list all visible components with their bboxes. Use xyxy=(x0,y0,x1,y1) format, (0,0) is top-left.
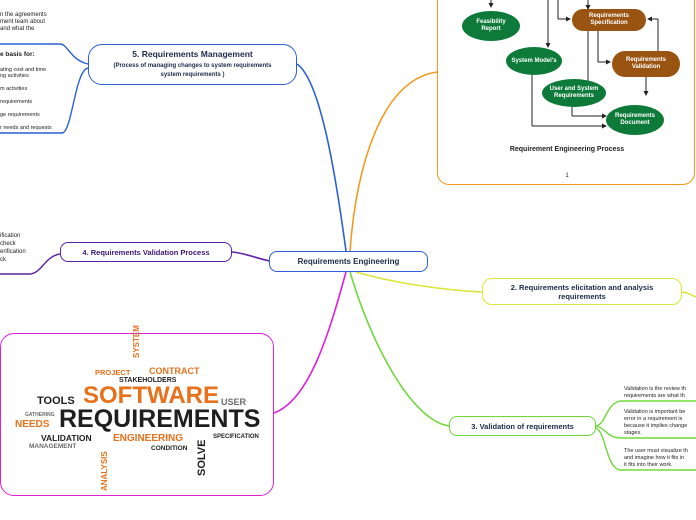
word-user: USER xyxy=(221,397,247,407)
management-basis-item: ng activities xyxy=(0,73,29,79)
requirements-specification-node: Requirements Specification xyxy=(572,9,646,31)
validation-note-1-line: requirements are what th xyxy=(624,393,685,399)
validation-process-note: erification xyxy=(0,249,26,255)
word-analysis: ANALYSIS xyxy=(100,451,109,491)
validation-process-node[interactable]: 4. Requirements Validation Process xyxy=(60,242,232,262)
validation-note-3-line: and imagine how it fits in xyxy=(624,455,685,461)
validation-note-2-line: because it implies change xyxy=(624,423,688,429)
elicitation-title: 2. Requirements elicitation and analysis… xyxy=(510,282,654,301)
validation-note-2-line: Validation is important be xyxy=(624,409,686,415)
feasibility-report-node: Feasibility Report xyxy=(462,11,520,41)
system-models-node: System Model's xyxy=(506,47,562,75)
word-management: MANAGEMENT xyxy=(29,443,77,450)
process-image-card[interactable]: Feasibility Report Requirements Specific… xyxy=(437,0,695,185)
word-engineering: ENGINEERING xyxy=(113,433,184,444)
user-system-requirements-node: User and System Requirements xyxy=(542,79,606,107)
word-tools: TOOLS xyxy=(37,395,75,407)
root-label: Requirements Engineering xyxy=(297,257,400,266)
validation-node[interactable]: 3. Validation of requirements xyxy=(449,416,596,436)
root-node[interactable]: Requirements Engineering xyxy=(269,251,428,272)
management-basis-item: requirements xyxy=(0,99,33,105)
requirements-validation-node: Requirements Validation xyxy=(612,51,680,77)
management-basis-title: e basis for: xyxy=(0,51,35,58)
word-needs: NEEDS xyxy=(15,419,50,430)
management-node[interactable]: 5. Requirements Management (Process of m… xyxy=(88,44,297,85)
word-system: SYSTEM xyxy=(132,325,141,358)
process-page-number: 1 xyxy=(565,173,569,179)
management-intro-line-3: and what the xyxy=(0,26,35,32)
requirements-document-node: Requirements Document xyxy=(606,105,664,135)
word-contract: CONTRACT xyxy=(149,366,200,376)
management-basis-item: r needs and requests xyxy=(0,125,52,131)
process-caption: Requirement Engineering Process xyxy=(509,146,625,153)
word-project: PROJECT xyxy=(95,368,131,377)
elicitation-node[interactable]: 2. Requirements elicitation and analysis… xyxy=(482,278,682,305)
word-stakeholders: STAKEHOLDERS xyxy=(119,377,177,384)
word-validation: VALIDATION xyxy=(41,433,92,443)
management-basis-item: ating cost and time xyxy=(0,67,47,73)
validation-note-3-line: it fits into their work. xyxy=(624,462,673,468)
validation-note-3-line: The user must visualize th xyxy=(624,448,688,454)
word-software: SOFTWARE xyxy=(83,382,219,409)
word-gathering: GATHERING xyxy=(25,412,55,418)
management-intro-line-1: n the agreements xyxy=(0,12,47,18)
validation-note-1-line: Validation is the review th xyxy=(624,386,686,392)
management-basis-item: m activities xyxy=(0,86,28,92)
validation-process-note: ification xyxy=(0,233,21,239)
validation-title: 3. Validation of requirements xyxy=(471,421,574,431)
word-requirements: REQUIREMENTS xyxy=(59,405,261,433)
management-title: 5. Requirements Management xyxy=(132,49,253,59)
validation-process-note: ck xyxy=(0,257,6,263)
management-basis-item: ge requirements xyxy=(0,112,40,118)
word-condition: CONDITION xyxy=(151,445,188,452)
validation-process-note: check xyxy=(0,241,16,247)
management-intro-line-2: ment team about xyxy=(0,19,46,25)
validation-note-2-line: error in a requirement is xyxy=(624,416,683,422)
validation-process-title: 4. Requirements Validation Process xyxy=(82,247,210,257)
word-cloud-card[interactable]: SYSTEM PROJECT CONTRACT STAKEHOLDERS TOO… xyxy=(0,325,274,496)
validation-note-2-line: stages. xyxy=(624,430,642,436)
word-specification: SPECIFICATION xyxy=(213,434,259,440)
management-subtitle: (Process of managing changes to system r… xyxy=(113,63,272,78)
word-solve: SOLVE xyxy=(196,439,208,476)
